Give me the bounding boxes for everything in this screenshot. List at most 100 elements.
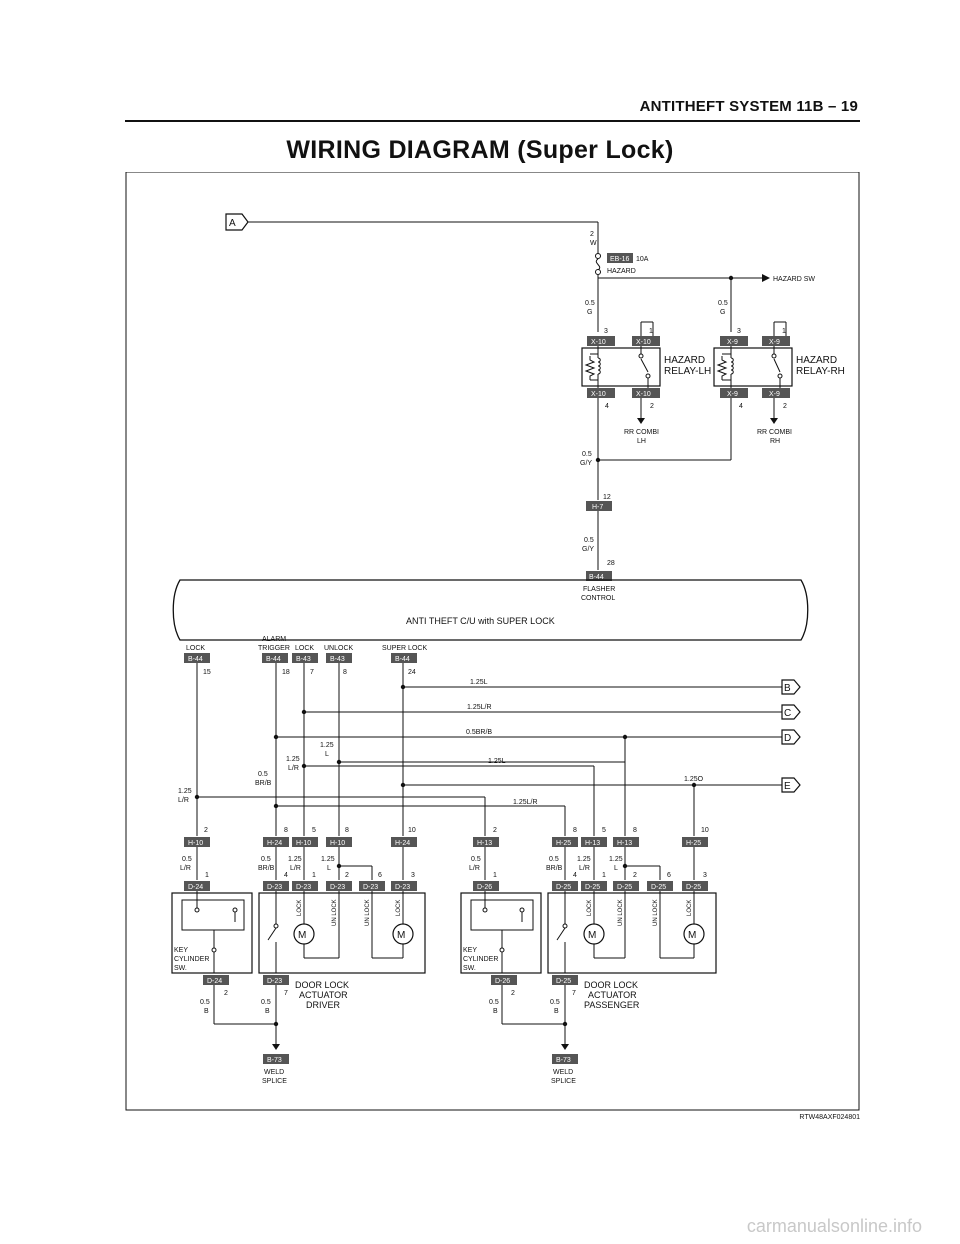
driver-section: 2 H-10 8 H-24 5 H-10 8 H-10 10 H-24 0.5 … xyxy=(171,827,426,1085)
svg-text:X-9: X-9 xyxy=(727,339,738,346)
svg-text:1.25: 1.25 xyxy=(286,756,300,763)
passenger-connector-d25-2: D-25 xyxy=(613,881,639,891)
svg-text:4: 4 xyxy=(573,872,577,879)
svg-text:0.5: 0.5 xyxy=(182,856,192,863)
svg-text:ALARM: ALARM xyxy=(262,636,286,643)
svg-text:H-25: H-25 xyxy=(686,840,701,847)
svg-text:RR COMBI: RR COMBI xyxy=(757,429,792,436)
svg-text:H-10: H-10 xyxy=(330,840,345,847)
svg-text:4: 4 xyxy=(739,403,743,410)
svg-text:18: 18 xyxy=(282,669,290,676)
passenger-section: 2 H-13 8 H-25 5 H-13 8 H-13 10 H-25 0.5 … xyxy=(460,827,717,1085)
cu-connector-b43-unlock: B-43 xyxy=(326,653,352,663)
svg-text:3: 3 xyxy=(737,328,741,335)
svg-text:M: M xyxy=(397,930,405,941)
driver-connector-d23-1: D-23 xyxy=(292,881,318,891)
fuse-rating: 10A xyxy=(636,256,649,263)
svg-text:12: 12 xyxy=(603,494,611,501)
svg-text:7: 7 xyxy=(284,990,288,997)
svg-text:B: B xyxy=(784,683,791,694)
driver-connector-d23-4: D-23 xyxy=(263,881,289,891)
svg-text:LOCK: LOCK xyxy=(186,645,205,652)
svg-text:ACTUATOR: ACTUATOR xyxy=(299,990,348,1000)
svg-text:D-24: D-24 xyxy=(207,978,222,985)
svg-text:D-23: D-23 xyxy=(363,884,378,891)
driver-connector-h24-10: H-24 xyxy=(391,837,417,847)
svg-text:B-43: B-43 xyxy=(330,656,345,663)
svg-text:2: 2 xyxy=(224,990,228,997)
svg-text:FLASHER: FLASHER xyxy=(583,586,615,593)
svg-text:2: 2 xyxy=(783,403,787,410)
driver-connector-d23-bottom: D-23 xyxy=(263,975,289,985)
connector-h7: H-7 xyxy=(586,501,612,511)
svg-text:WELD: WELD xyxy=(553,1069,573,1076)
svg-text:X-9: X-9 xyxy=(769,391,780,398)
svg-text:L: L xyxy=(325,751,329,758)
svg-text:B-43: B-43 xyxy=(296,656,311,663)
svg-text:KEY: KEY xyxy=(174,947,188,954)
svg-text:M: M xyxy=(298,930,306,941)
svg-text:WELD: WELD xyxy=(264,1069,284,1076)
svg-text:1.25: 1.25 xyxy=(178,788,192,795)
svg-text:1: 1 xyxy=(602,872,606,879)
svg-text:H-7: H-7 xyxy=(592,504,603,511)
relay-lh-connector-tr: X-10 xyxy=(632,336,660,346)
driver-connector-d24-bottom: D-24 xyxy=(203,975,229,985)
passenger-weld-splice-b73: B-73 xyxy=(552,1054,578,1064)
svg-text:B-73: B-73 xyxy=(267,1057,282,1064)
svg-text:D-23: D-23 xyxy=(330,884,345,891)
svg-text:D-25: D-25 xyxy=(617,884,632,891)
svg-text:2: 2 xyxy=(493,827,497,834)
svg-text:TRIGGER: TRIGGER xyxy=(258,645,290,652)
svg-text:ACTUATOR: ACTUATOR xyxy=(588,990,637,1000)
svg-text:D-23: D-23 xyxy=(296,884,311,891)
svg-text:0.5: 0.5 xyxy=(718,300,728,307)
svg-text:8: 8 xyxy=(633,827,637,834)
svg-text:D-25: D-25 xyxy=(556,978,571,985)
svg-text:L: L xyxy=(614,865,618,872)
svg-text:1: 1 xyxy=(782,328,786,335)
svg-text:M: M xyxy=(688,930,696,941)
relay-lh-connector-tl: X-10 xyxy=(587,336,615,346)
branch-b-flag xyxy=(781,679,801,695)
svg-text:X-10: X-10 xyxy=(636,391,651,398)
svg-text:8: 8 xyxy=(343,669,347,676)
svg-text:8: 8 xyxy=(345,827,349,834)
passenger-connector-h13-8: H-13 xyxy=(613,837,639,847)
diagram-frame xyxy=(125,172,860,1111)
svg-text:DOOR LOCK: DOOR LOCK xyxy=(584,980,638,990)
svg-text:D-23: D-23 xyxy=(395,884,410,891)
svg-text:D-25: D-25 xyxy=(556,884,571,891)
svg-text:LOCK: LOCK xyxy=(295,645,314,652)
passenger-connector-d25-1: D-25 xyxy=(581,881,607,891)
svg-text:8: 8 xyxy=(284,827,288,834)
svg-text:DRIVER: DRIVER xyxy=(306,1000,341,1010)
svg-text:8: 8 xyxy=(573,827,577,834)
page-header: ANTITHEFT SYSTEM 11B – 19 xyxy=(125,98,860,122)
driver-connector-h24-8: H-24 xyxy=(263,837,289,847)
passenger-connector-h25-8: H-25 xyxy=(552,837,578,847)
svg-text:5: 5 xyxy=(312,827,316,834)
passenger-connector-d26-bottom: D-26 xyxy=(491,975,517,985)
svg-text:0.5: 0.5 xyxy=(258,771,268,778)
svg-text:LOCK: LOCK xyxy=(687,900,693,916)
driver-connector-h10-2: H-10 xyxy=(184,837,210,847)
svg-text:10: 10 xyxy=(408,827,416,834)
svg-text:UNLOCK: UNLOCK xyxy=(324,645,354,652)
svg-text:0.5: 0.5 xyxy=(550,999,560,1006)
passenger-connector-h13-2: H-13 xyxy=(473,837,499,847)
svg-text:LOCK: LOCK xyxy=(587,900,593,916)
svg-text:7: 7 xyxy=(310,669,314,676)
diagram-code: RTW48AXF024801 xyxy=(799,1114,860,1121)
passenger-connector-h13-5: H-13 xyxy=(581,837,607,847)
svg-text:LH: LH xyxy=(637,438,646,445)
svg-text:1: 1 xyxy=(493,872,497,879)
svg-text:D-24: D-24 xyxy=(188,884,203,891)
svg-text:B: B xyxy=(493,1008,498,1015)
driver-weld-splice-b73: B-73 xyxy=(263,1054,289,1064)
svg-text:RH: RH xyxy=(770,438,780,445)
svg-text:SW.: SW. xyxy=(463,965,476,972)
svg-text:2: 2 xyxy=(650,403,654,410)
svg-text:D-26: D-26 xyxy=(495,978,510,985)
svg-text:2: 2 xyxy=(633,872,637,879)
